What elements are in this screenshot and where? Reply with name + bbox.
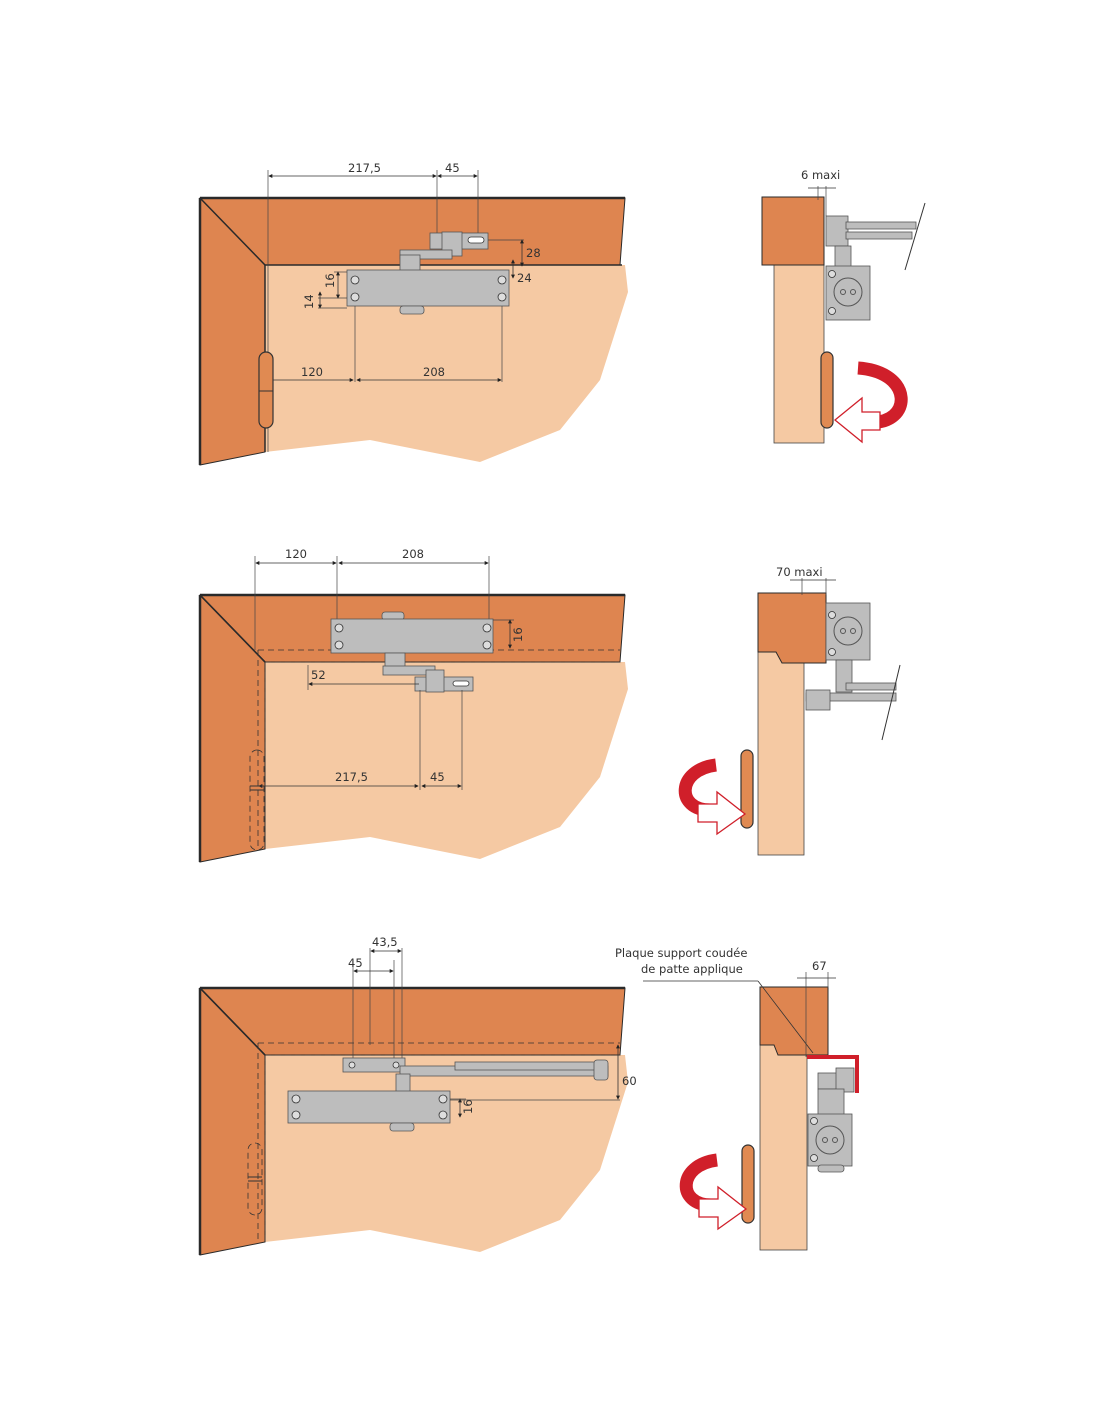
arm-pivot [425, 669, 445, 693]
closer-cap [399, 305, 425, 315]
panel-1-side-view: 6 maxi [761, 168, 926, 444]
screw-icon [291, 1094, 301, 1104]
dim-16: 16 [511, 627, 525, 642]
closer-cap [389, 1122, 415, 1132]
panel-2-overlays: 120 208 16 52 217,5 45 [249, 547, 620, 851]
closer-body [346, 269, 510, 307]
dim-16: 16 [323, 273, 337, 288]
arm [845, 682, 897, 691]
screw-icon [350, 292, 360, 302]
side-label-6-maxi: 6 maxi [801, 168, 840, 182]
door-section [759, 1042, 808, 1251]
hinge-icon [249, 749, 265, 851]
panel-3-overlays: 43,5 45 16 60 [247, 935, 637, 1242]
closer-body [287, 1090, 451, 1124]
closer-body [330, 618, 494, 654]
angled-support-plate [807, 1055, 859, 1093]
screw-icon [482, 623, 492, 633]
rotation-arrow-icon [678, 758, 718, 817]
hinge-icon [740, 749, 754, 829]
screw-icon [438, 1110, 448, 1120]
dim-67: 67 [812, 959, 827, 973]
door-section [757, 649, 805, 856]
dim-16: 16 [461, 1099, 475, 1114]
dim-60: 60 [622, 1074, 637, 1088]
screw-icon [438, 1094, 448, 1104]
side-label-70-maxi: 70 maxi [776, 565, 823, 579]
dim-52: 52 [311, 668, 326, 682]
spindle [834, 245, 852, 269]
spindle [384, 652, 406, 668]
track-bracket [342, 1057, 406, 1073]
dim-217-5: 217,5 [348, 161, 381, 175]
arm-spindle [399, 254, 421, 272]
dim-217-5: 217,5 [335, 770, 368, 784]
dim-43-5: 43,5 [372, 935, 398, 949]
spindle [395, 1073, 411, 1093]
arm [399, 249, 453, 260]
hinge-icon [820, 351, 834, 429]
hinge-icon [741, 1144, 755, 1224]
dim-45: 45 [430, 770, 445, 784]
hinge-icon [258, 351, 274, 429]
arm-bracket [805, 689, 831, 711]
panel-3-front-view [198, 986, 630, 1257]
dim-45: 45 [445, 161, 460, 175]
rotation-arrow-icon [857, 361, 908, 429]
dim-28: 28 [526, 246, 541, 260]
dim-120: 120 [285, 547, 307, 561]
panel-2-front-view [198, 593, 630, 864]
arm [845, 221, 917, 230]
screw-icon [497, 292, 507, 302]
screw-icon [350, 275, 360, 285]
screw-icon [291, 1110, 301, 1120]
dim-208: 208 [423, 365, 445, 379]
screw-icon [497, 275, 507, 285]
frame-section [761, 196, 825, 266]
screw-icon [334, 623, 344, 633]
door-section [773, 254, 825, 444]
sliding-track [454, 1061, 606, 1071]
screw-icon [334, 640, 344, 650]
frame-section [757, 592, 827, 664]
dim-208: 208 [402, 547, 424, 561]
arm [845, 231, 913, 240]
panel-3-side-view: Plaque support coudée de patte applique … [615, 946, 859, 1251]
dim-24: 24 [517, 271, 532, 285]
panel-1-front-view: 217,5 45 28 24 16 14 120 208 [198, 161, 630, 467]
hinge-icon [247, 1142, 263, 1216]
panel-2-side-view: 70 maxi [678, 565, 901, 856]
dim-120: 120 [301, 365, 323, 379]
arm-block [825, 215, 849, 247]
screw-icon [482, 640, 492, 650]
dim-14: 14 [302, 294, 316, 309]
callout-line-1: Plaque support coudée [615, 946, 747, 960]
rotation-arrow-icon [679, 1153, 719, 1212]
dim-45: 45 [348, 956, 363, 970]
callout-line-2: de patte applique [641, 962, 743, 976]
spindle [817, 1088, 845, 1118]
